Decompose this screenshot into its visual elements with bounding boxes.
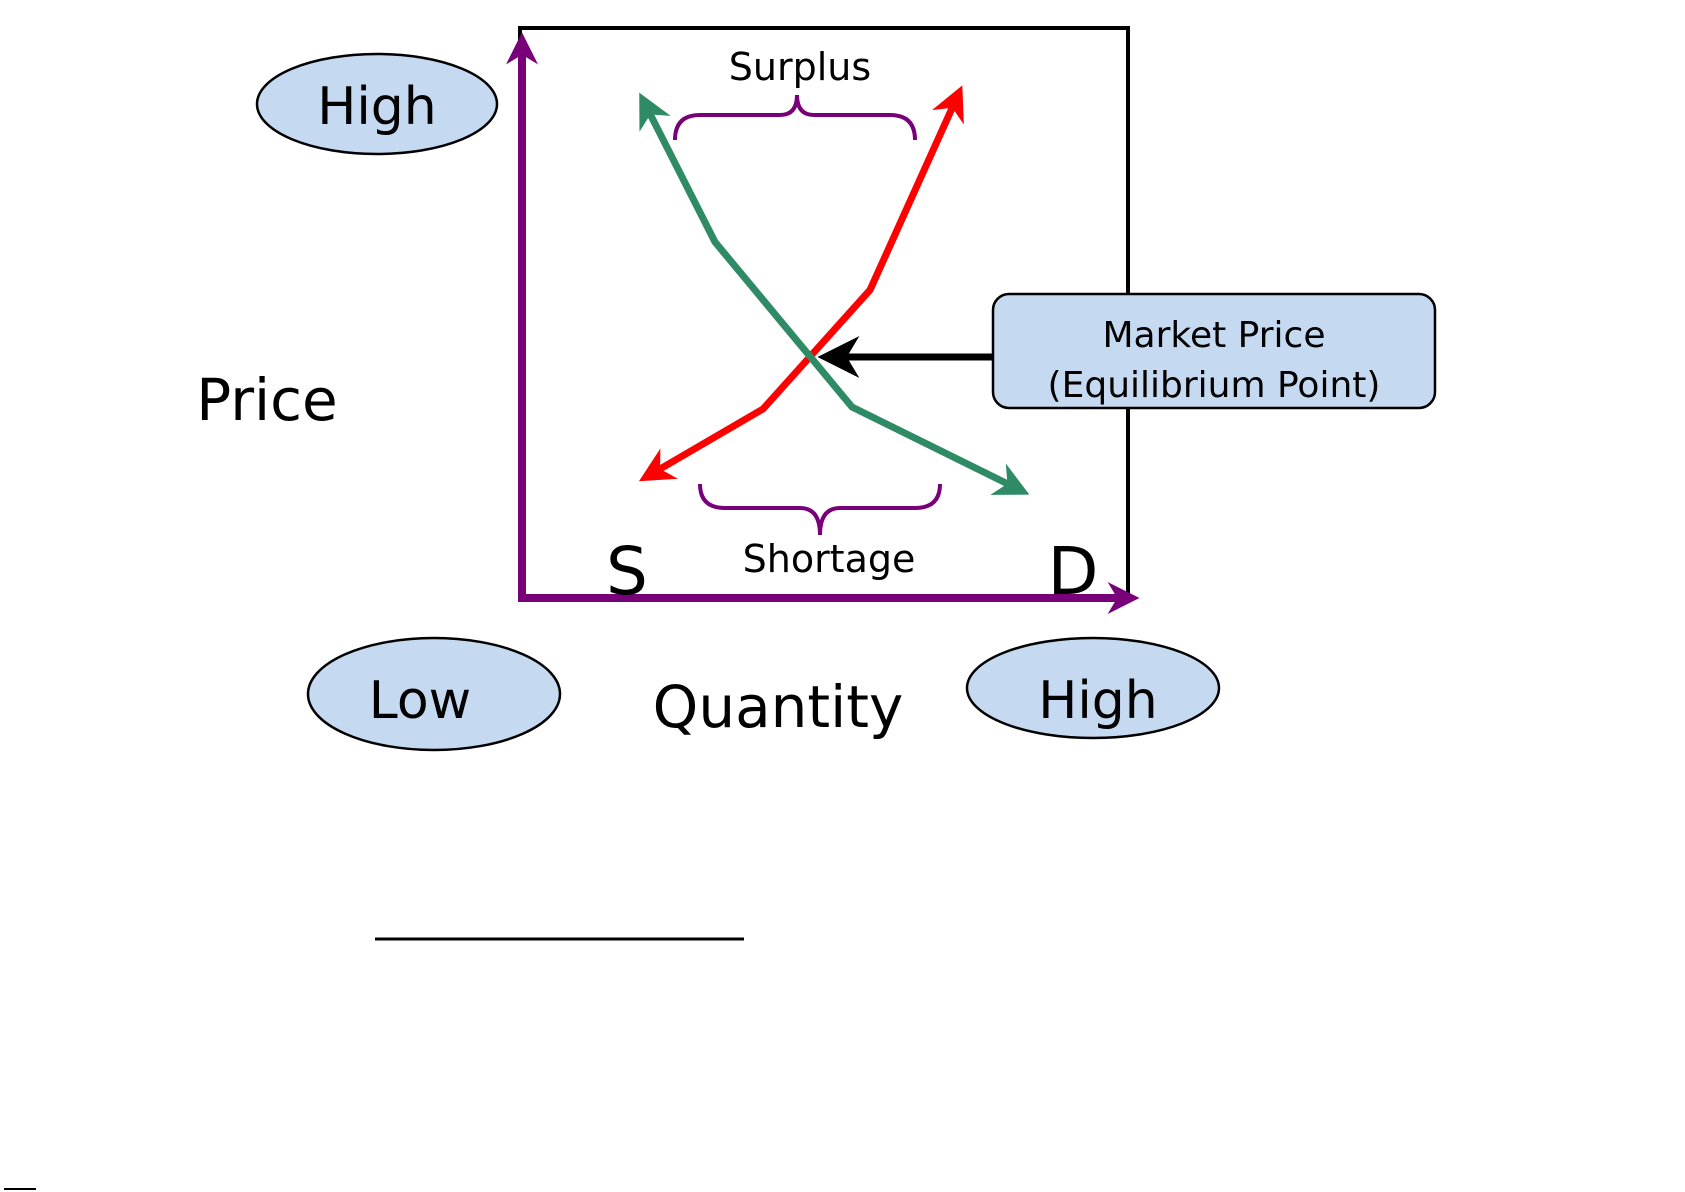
price-axis-title: Price <box>196 366 338 434</box>
supply-curve <box>648 95 958 476</box>
price-high-label: High <box>317 77 437 137</box>
quantity-high-label: High <box>1038 671 1158 731</box>
shortage-label: Shortage <box>743 537 916 581</box>
supply-letter: S <box>606 533 648 610</box>
demand-curve <box>644 102 1020 490</box>
surplus-brace <box>675 95 915 140</box>
quantity-axis-title: Quantity <box>653 673 904 741</box>
quantity-high-bubble: High <box>967 638 1219 738</box>
quantity-low-bubble: Low <box>308 638 560 750</box>
surplus-label: Surplus <box>729 45 871 89</box>
quantity-low-label: Low <box>369 671 471 731</box>
market-price-callout: Market Price (Equilibrium Point) <box>993 294 1435 408</box>
price-high-bubble: High <box>257 54 497 154</box>
callout-line-2: (Equilibrium Point) <box>1048 365 1381 406</box>
demand-letter: D <box>1048 533 1099 610</box>
callout-line-1: Market Price <box>1102 315 1325 356</box>
shortage-brace <box>700 484 940 535</box>
